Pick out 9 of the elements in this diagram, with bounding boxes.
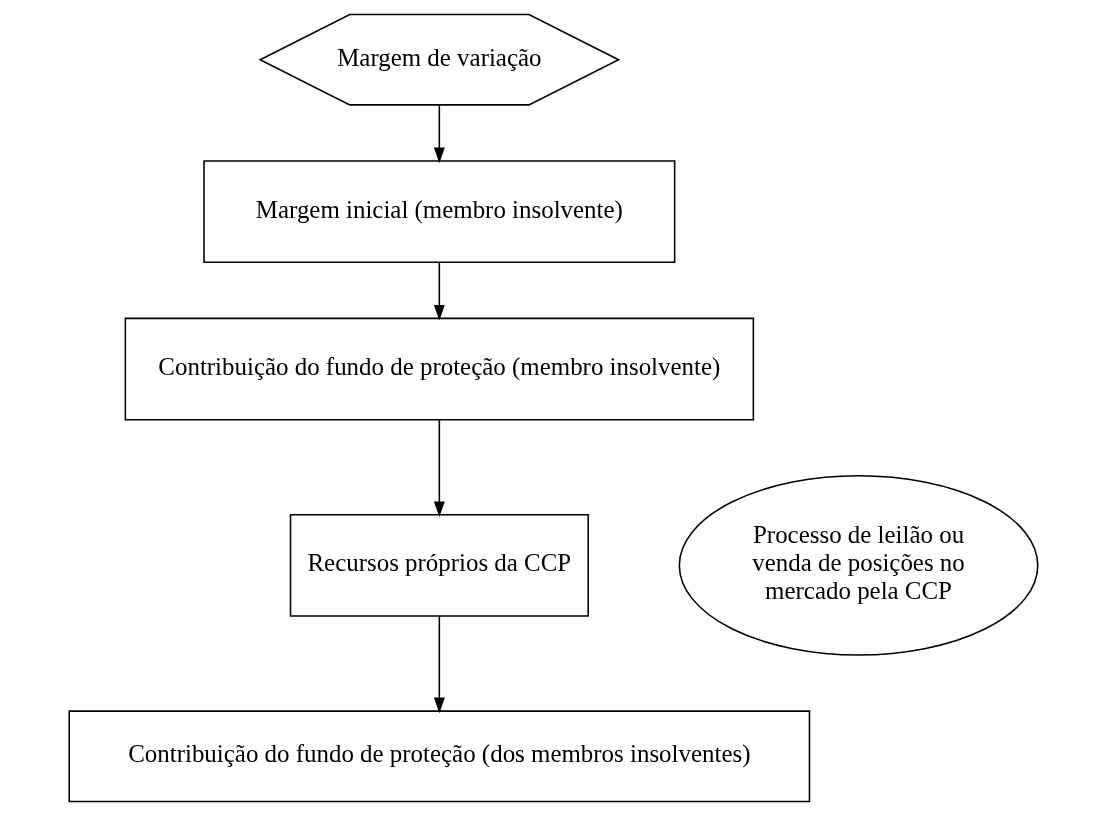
arrow [433,615,445,714]
node-box: Contribuição do fundo de proteção (membro insolvente) [124,317,755,421]
arrow [433,104,445,164]
node-box: Recursos próprios da CCP [289,513,589,617]
node-box: Contribuição do fundo de proteção (dos membros insolventes) [68,710,811,803]
arrow [433,261,445,321]
node-ellipse: Processo de leilão ou venda de posições no mercado pela CCP [678,475,1039,656]
arrow [433,419,445,518]
node-box: Margem inicial (membro insolvente) [203,160,676,264]
